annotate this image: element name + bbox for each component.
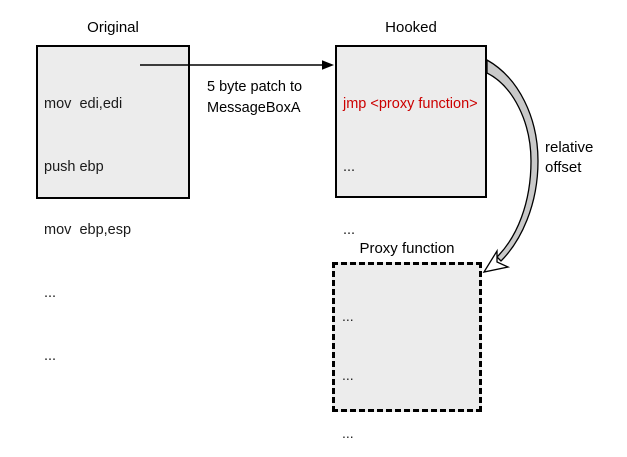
patch-arrow-label-line1: 5 byte patch to <box>207 79 303 95</box>
code-line-ellipsis: ... <box>343 222 356 238</box>
code-line-ellipsis: ... <box>342 425 354 441</box>
proxy-function-box: ... ... ... <box>332 262 482 441</box>
original-function-box: mov edi,edi push ebp mov ebp,esp ... ... <box>36 45 190 364</box>
relative-offset-arrowhead <box>482 248 511 273</box>
patch-arrow-label: 5 byte patch to MessageBoxA <box>207 77 302 119</box>
code-line-ellipsis: ... <box>342 366 354 383</box>
code-line-push-ebp: push ebp <box>44 159 104 175</box>
relative-offset-label-line1: relative <box>545 139 594 156</box>
jmp-proxy-code-line: jmp <proxy function> <box>343 96 478 112</box>
code-line-mov-edi: mov edi,edi <box>44 96 123 112</box>
patch-arrow-label-line2: MessageBoxA <box>207 100 301 116</box>
proxy-function-box-title: Proxy function <box>359 240 455 257</box>
code-line-ellipsis: ... <box>44 348 57 364</box>
hooked-function-box: jmp <proxy function> ... ... <box>335 45 487 238</box>
relative-offset-arrow-tail <box>486 59 539 262</box>
relative-offset-label-line2: offset <box>545 159 582 176</box>
code-line-ellipsis: ... <box>44 285 57 301</box>
hooked-box-title: Hooked <box>385 19 437 36</box>
relative-offset-arrow-icon <box>482 59 539 273</box>
code-line-ellipsis: ... <box>343 159 356 175</box>
relative-offset-label: relative offset <box>545 138 593 178</box>
original-box-title: Original <box>87 19 139 36</box>
code-line-mov-ebp: mov ebp,esp <box>44 222 132 238</box>
code-line-ellipsis: ... <box>342 308 354 324</box>
